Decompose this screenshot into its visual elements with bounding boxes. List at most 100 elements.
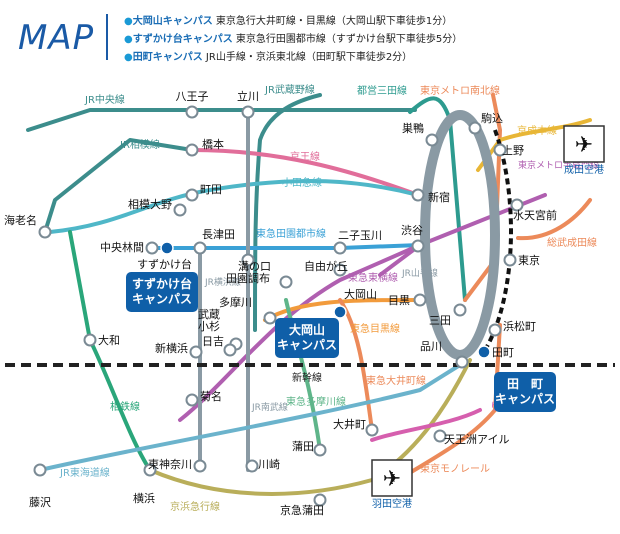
campus-label: すずかけ台 — [132, 276, 192, 291]
station-marker — [185, 393, 199, 407]
station-marker — [333, 263, 347, 277]
station-label: 渋谷 — [401, 224, 423, 237]
station-label: 中央林間 — [100, 240, 144, 254]
station-label: 品川 — [420, 340, 442, 353]
station-marker — [173, 203, 187, 217]
shinkansen-label: 新幹線 — [292, 371, 322, 384]
campus-name: すずかけ台キャンパス — [132, 34, 233, 45]
station-label: 溝の口 — [238, 260, 271, 273]
access-info: 東京急行大井町線・目黒線（大岡山駅下車徒歩1分） — [215, 16, 453, 27]
airport-box — [371, 459, 413, 497]
access-info: JR山手線・京浜東北線（田町駅下車徒歩2分） — [205, 52, 413, 63]
station-marker — [145, 241, 159, 255]
station-marker — [185, 188, 199, 202]
station-label: 東神奈川 — [148, 457, 192, 471]
station-label: 目黒 — [388, 294, 410, 307]
station-marker — [38, 225, 52, 239]
meguro-line — [263, 298, 422, 322]
station-marker — [413, 293, 427, 307]
station-label: 日吉 — [202, 335, 224, 348]
campus-label: キャンパス — [495, 392, 555, 406]
station-label: 藤沢 — [29, 495, 51, 509]
station-marker — [185, 105, 199, 119]
nambu-label: JR南武線 — [251, 401, 288, 413]
campus-marker — [160, 241, 174, 255]
station-marker — [455, 355, 469, 369]
campus-marker — [477, 345, 491, 359]
keikyu-label: 京浜急行線 — [170, 500, 220, 513]
campus-label: キャンパス — [132, 292, 192, 306]
station-marker — [193, 459, 207, 473]
station-label: 京急蒲田 — [280, 503, 324, 517]
station-label: 蒲田 — [292, 439, 314, 453]
station-marker — [313, 443, 327, 457]
station-label: 東京 — [518, 253, 540, 267]
metro-hanzomon-line — [378, 193, 547, 277]
station-label: 浜松町 — [503, 319, 536, 333]
keikyu-line — [148, 358, 472, 496]
jr-sagami-label: JR相模線 — [119, 138, 160, 151]
sobu-label: 総武成田線 — [547, 236, 597, 249]
station-label: 大井町 — [333, 417, 366, 431]
yamanote-label: JR山手線 — [401, 267, 438, 279]
campus-name: 大岡山キャンパス — [132, 16, 213, 27]
keio-label: 京王線 — [290, 150, 320, 163]
station-label: 立川 — [237, 89, 259, 103]
station-marker — [503, 253, 517, 267]
monorail-label: 東京モノレール — [420, 462, 490, 475]
station-label: 三田 — [429, 314, 451, 327]
campus-box — [494, 372, 556, 412]
campus-access-line: ●すずかけ台キャンパス 東京急行田園都市線（すずかけ台駅下車徒歩5分） — [124, 30, 462, 45]
station-label: 多摩川 — [219, 295, 252, 309]
access-info: 東京急行田園都市線（すずかけ台駅下車徒歩5分） — [235, 34, 463, 45]
tokaido-label: JR東海道線 — [59, 466, 110, 479]
rinkai-line — [370, 408, 482, 442]
bullet-icon: ● — [124, 34, 133, 45]
station-label: 巣鴨 — [402, 121, 424, 135]
jr-musashino-line — [253, 93, 322, 332]
station-label: 水天宮前 — [513, 208, 557, 222]
station-label: 橋本 — [202, 137, 224, 151]
yokohama-label: JR横浜線 — [204, 276, 241, 288]
station-marker — [411, 188, 425, 202]
station-label: 小杉 — [198, 319, 220, 333]
jr-musashino-label: JR武蔵野線 — [264, 83, 315, 96]
station-label: 大岡山 — [344, 287, 377, 301]
station-label: 菊名 — [200, 389, 222, 403]
sobu-line — [516, 198, 592, 241]
title-divider — [106, 14, 108, 60]
station-marker — [33, 463, 47, 477]
campus-box — [275, 318, 339, 358]
campus-access-line: ●田町キャンパス JR山手線・京浜東北線（田町駅下車徒歩2分） — [124, 48, 412, 63]
jr-chuo-label: JR中央線 — [84, 93, 125, 106]
station-label: 二子玉川 — [338, 229, 382, 242]
station-marker — [488, 323, 502, 337]
toyoko-label: 東急東横線 — [348, 271, 398, 284]
airport-label: 羽田空港 — [372, 497, 412, 510]
yamanote-line — [420, 110, 500, 360]
meguro-label: 東急目黒線 — [350, 322, 400, 335]
station-label: 八王子 — [176, 90, 209, 103]
sotetsu-label: 相鉄線 — [110, 400, 140, 413]
station-label: 上野 — [502, 144, 524, 157]
station-label: 田園調布 — [226, 271, 270, 285]
station-marker — [433, 429, 447, 443]
station-marker — [453, 303, 467, 317]
station-marker — [425, 133, 439, 147]
station-label: 天王洲アイル — [444, 433, 509, 446]
metro-nanboku-label: 東京メトロ南北線 — [420, 84, 500, 97]
station-label: すずかけ台 — [137, 257, 192, 271]
station-marker — [241, 253, 255, 267]
station-marker — [193, 241, 207, 255]
station-marker — [223, 343, 237, 357]
station-marker — [263, 311, 277, 325]
station-marker — [468, 121, 482, 135]
station-label: 町田 — [200, 183, 222, 196]
station-label: 自由が丘 — [304, 259, 348, 273]
station-label: 武蔵 — [198, 308, 220, 321]
campus-name: 田町キャンパス — [132, 52, 203, 63]
station-label: 田町 — [492, 346, 514, 359]
station-label: 大和 — [98, 333, 120, 347]
